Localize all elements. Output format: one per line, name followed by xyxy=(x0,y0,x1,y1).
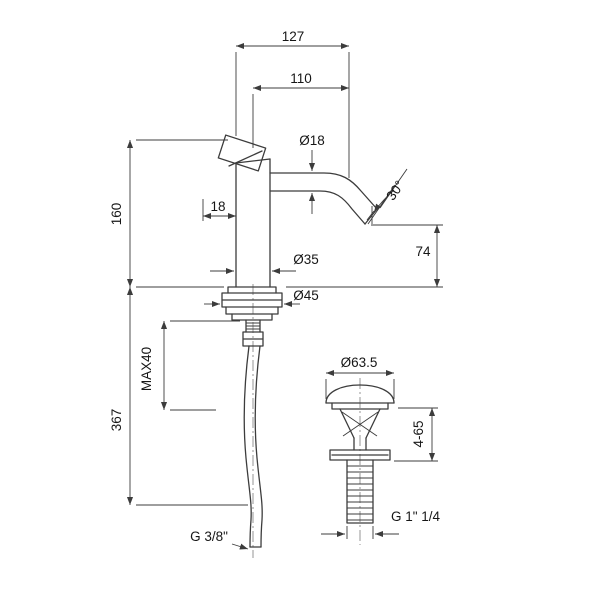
dim-127-label: 127 xyxy=(282,29,305,44)
supply-connector xyxy=(242,319,264,347)
handle-split-line xyxy=(228,150,263,167)
dia-base-label: Ø45 xyxy=(293,288,319,303)
dimension-labels: 127 110 Ø18 18 30° 160 Ø35 74 Ø45 MAX40 … xyxy=(109,29,441,544)
thread-waste-label: G 1" 1/4 xyxy=(391,509,441,524)
faucet-outline xyxy=(217,134,378,548)
spout-outlet-face xyxy=(364,208,378,225)
dimension-lines xyxy=(126,42,443,550)
dim-max40-label: MAX40 xyxy=(139,347,154,391)
waste-outline xyxy=(325,384,395,524)
waste-cap-dome xyxy=(325,384,395,404)
dia-waste-cap-label: Ø63.5 xyxy=(341,355,378,370)
dia-spout-label: Ø18 xyxy=(299,133,325,148)
waste-tailpiece xyxy=(346,459,374,524)
dia-body-label: Ø35 xyxy=(293,252,319,267)
faucet-base xyxy=(221,286,283,321)
dim-74-label: 74 xyxy=(415,244,431,259)
faucet-spout xyxy=(269,172,378,210)
thread-supply-label: G 3/8" xyxy=(190,529,228,544)
centerlines xyxy=(252,284,361,558)
dim-110-label: 110 xyxy=(290,71,312,86)
dim-4-65-label: 4-65 xyxy=(411,420,426,447)
dim-18-label: 18 xyxy=(210,199,225,214)
dim-367-label: 367 xyxy=(109,409,124,432)
dim-160-label: 160 xyxy=(109,203,124,226)
angle-30-label: 30° xyxy=(383,178,407,203)
supply-hose xyxy=(243,345,263,548)
